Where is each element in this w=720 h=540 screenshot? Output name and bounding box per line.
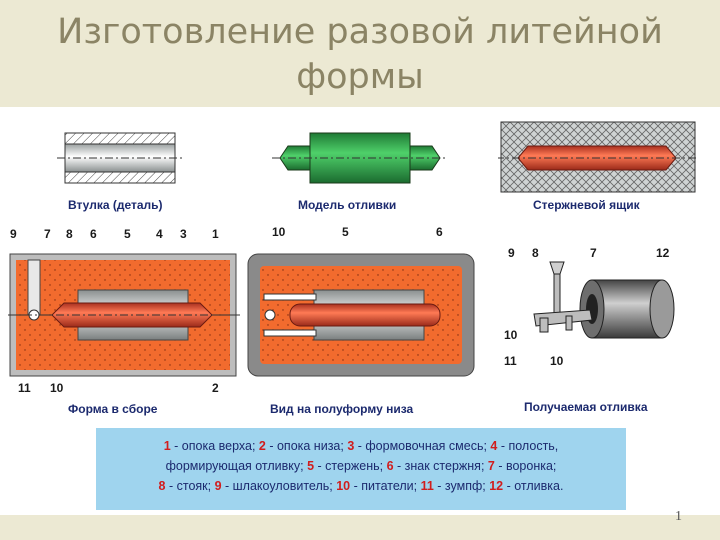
legend-line-1: 1 - опока верха; 2 - опока низа; 3 - фор… (96, 436, 626, 456)
page-number: 1 (675, 509, 682, 524)
legend-num: 4 (490, 439, 498, 453)
legend-num: 7 (487, 459, 495, 473)
legend-text: - шлакоуловитель; (221, 479, 337, 493)
casting-label-7: 7 (590, 246, 597, 260)
legend-num: 6 (386, 459, 394, 473)
assembled-label-5: 5 (124, 227, 131, 241)
casting-label-11: 11 (504, 354, 517, 368)
legend-num: 8 (158, 479, 166, 493)
legend-text: формирующая отливку; (165, 459, 308, 473)
legend-box: 1 - опока верха; 2 - опока низа; 3 - фор… (96, 428, 626, 510)
assembled-label-2: 2 (212, 381, 219, 395)
legend-text: - полость, (497, 439, 559, 453)
assembled-label-6: 6 (90, 227, 97, 241)
casting-label-12: 12 (656, 246, 670, 260)
legend-text: - зумпф; (433, 479, 490, 493)
lowerhalf-label-5: 5 (342, 225, 349, 239)
legend-text: - воронка; (494, 459, 557, 473)
legend-text: - опока низа; (265, 439, 348, 453)
casting-label-8: 8 (532, 246, 539, 260)
lower-half-drawing (247, 253, 475, 377)
legend-text: - знак стержня; (393, 459, 488, 473)
caption-assembled: Форма в сборе (68, 402, 158, 416)
assembled-label-7: 7 (44, 227, 51, 241)
legend-num: 1 (163, 439, 171, 453)
assembled-mold-drawing (8, 253, 240, 377)
casting-label-9: 9 (508, 246, 515, 260)
legend-line-3: 8 - стояк; 9 - шлакоуловитель; 10 - пита… (96, 476, 626, 496)
legend-line-2: формирующая отливку; 5 - стержень; 6 - з… (96, 456, 626, 476)
assembled-label-1: 1 (212, 227, 219, 241)
caption-lowerhalf: Вид на полуформу низа (270, 402, 414, 416)
legend-num: 10 (336, 479, 351, 493)
caption-sleeve: Втулка (деталь) (68, 198, 163, 212)
legend-num: 3 (347, 439, 355, 453)
legend-text: - отливка. (503, 479, 564, 493)
legend-text: - опока верха; (170, 439, 259, 453)
legend-text: - стержень; (314, 459, 387, 473)
legend-num: 5 (307, 459, 315, 473)
legend-text: - питатели; (350, 479, 421, 493)
assembled-label-4: 4 (156, 227, 163, 241)
legend-num: 12 (489, 479, 504, 493)
casting-drawing (533, 261, 675, 339)
legend-text: - формовочная смесь; (354, 439, 491, 453)
caption-model: Модель отливки (298, 198, 397, 212)
casting-label-10b: 10 (550, 354, 564, 368)
assembled-label-11: 11 (18, 381, 31, 395)
assembled-label-8: 8 (66, 227, 73, 241)
model-drawing (272, 132, 448, 184)
legend-num: 2 (258, 439, 266, 453)
legend-num: 11 (420, 479, 434, 493)
assembled-label-9: 9 (10, 227, 17, 241)
corebox-drawing (498, 121, 698, 193)
lowerhalf-label-6: 6 (436, 225, 443, 239)
legend-text: - стояк; (165, 479, 215, 493)
slide-title: Изготовление разовой литейной формы (20, 10, 700, 100)
assembled-label-3: 3 (180, 227, 187, 241)
caption-corebox: Стержневой ящик (533, 198, 640, 212)
title-line-2: формы (296, 57, 424, 97)
assembled-label-10: 10 (50, 381, 64, 395)
title-line-1: Изготовление разовой литейной (57, 12, 663, 52)
legend-num: 9 (214, 479, 222, 493)
lowerhalf-label-10: 10 (272, 225, 286, 239)
casting-label-10a: 10 (504, 328, 518, 342)
sleeve-drawing (57, 132, 183, 184)
caption-casting: Получаемая отливка (524, 400, 648, 414)
